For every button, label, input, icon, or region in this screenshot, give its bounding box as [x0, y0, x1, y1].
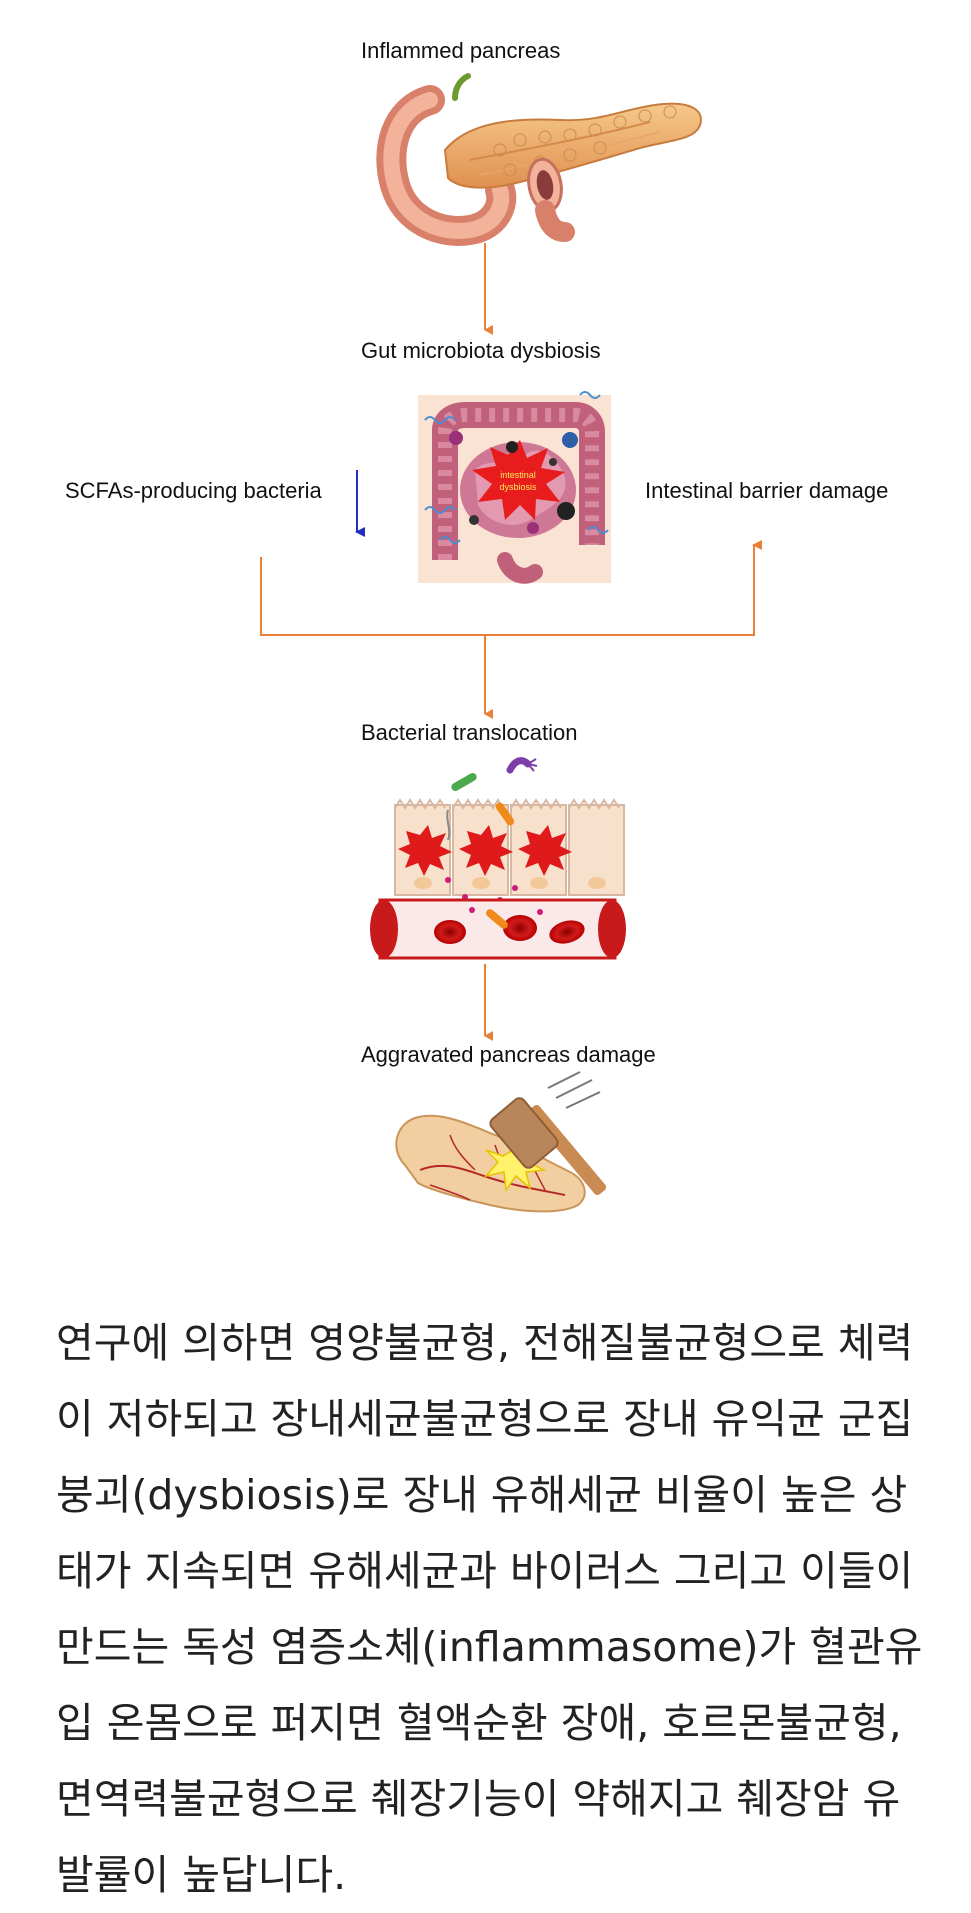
body-line: 면역력불균형으로 췌장기능이 약해지고 췌장암 유 — [56, 1775, 901, 1823]
body-line: 연구에 의하면 영양불균형, 전해질불균형으로 체력 — [56, 1319, 914, 1367]
gut-inner-label-2: dysbiosis — [499, 482, 537, 492]
aggravated-pancreas-illustration — [395, 1071, 607, 1213]
body-line: 태가 지속되면 유해세균과 바이러스 그리고 이들이 — [56, 1547, 914, 1595]
body-line: 발률이 높답니다. — [56, 1851, 347, 1899]
body-paragraph: 연구에 의하면 영양불균형, 전해질불균형으로 체력 이 저하되고 장내세균불균… — [56, 1305, 936, 1913]
body-line: 입 온몸으로 퍼지면 혈액순환 장애, 호르몬불균형, — [56, 1699, 902, 1747]
label-bacterial-translocation: Bacterial translocation — [361, 720, 578, 745]
label-gut-dysbiosis: Gut microbiota dysbiosis — [361, 338, 601, 363]
diagram-graphics: intestinal dysbiosis — [260, 73, 762, 1213]
label-scfa-bacteria: SCFAs-producing bacteria — [65, 478, 322, 503]
body-line: 만드는 독성 염증소체(inflammasome)가 혈관유 — [56, 1623, 923, 1671]
label-inflamed-pancreas: Inflammed pancreas — [361, 38, 561, 63]
body-line: 이 저하되고 장내세균불균형으로 장내 유익균 군집 — [56, 1395, 914, 1443]
inflamed-pancreas-illustration — [376, 73, 702, 246]
gut-dysbiosis-illustration: intestinal dysbiosis — [418, 391, 611, 584]
gut-inner-label-1: intestinal — [500, 470, 536, 480]
bacterial-translocation-illustration — [370, 757, 626, 960]
body-line: 붕괴(dysbiosis)로 장내 유해세균 비율이 높은 상 — [56, 1471, 908, 1519]
label-aggravated-damage: Aggravated pancreas damage — [361, 1042, 656, 1067]
label-barrier-damage: Intestinal barrier damage — [645, 478, 889, 503]
